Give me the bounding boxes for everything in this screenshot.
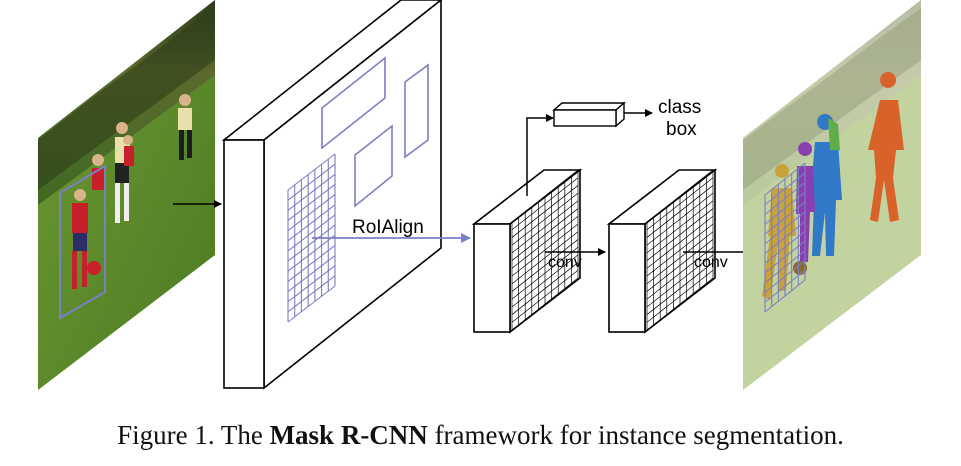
grid-line <box>646 262 714 315</box>
grid-line <box>511 208 579 261</box>
grid-line <box>287 173 336 211</box>
conv-label-2: conv <box>694 254 728 271</box>
input-roi-box <box>59 164 106 320</box>
feature-roi-2 <box>404 63 429 159</box>
mask-orange <box>868 72 904 222</box>
grid-line <box>764 172 806 206</box>
grid-line <box>511 277 579 331</box>
grid-line <box>287 214 336 252</box>
grid-line <box>764 211 806 245</box>
grid-line <box>646 277 714 331</box>
grid-line <box>511 239 579 292</box>
grid-line <box>764 162 806 196</box>
grid-line <box>646 231 714 284</box>
box-label: box <box>666 119 697 140</box>
grid-line <box>511 216 579 269</box>
grid-line <box>511 246 579 300</box>
grid-line <box>287 224 336 262</box>
grid-line <box>511 169 579 223</box>
grid-line <box>511 200 579 254</box>
grid-line <box>764 191 806 225</box>
grid-line <box>287 153 336 191</box>
grid-line <box>646 223 714 277</box>
grid-line <box>511 270 579 323</box>
conv-block-1 <box>471 168 583 334</box>
grid-line <box>764 201 806 235</box>
grid-line <box>764 279 806 313</box>
figure-caption: Figure 1. The Mask R-CNN framework for i… <box>0 420 961 451</box>
output-roi-grid <box>764 162 806 313</box>
grid-line <box>287 184 336 221</box>
grid-line <box>764 260 806 293</box>
grid-line <box>287 204 336 242</box>
grid-line <box>646 185 714 238</box>
grid-line <box>287 275 336 313</box>
grid-line <box>287 163 336 201</box>
mask-green <box>828 118 840 150</box>
grid-line <box>764 182 806 215</box>
grid-line <box>646 192 714 246</box>
output-image <box>743 0 921 390</box>
grid-line <box>646 169 714 223</box>
grid-line <box>646 216 714 269</box>
conv-block-1-grid <box>511 169 579 331</box>
feature-roi-1 <box>321 56 386 150</box>
feature-roi-3 <box>354 124 393 208</box>
conv-block-2 <box>606 168 718 334</box>
caption-suffix: framework for instance segmentation. <box>427 420 844 450</box>
fc-layer <box>552 101 626 128</box>
branch-line <box>526 114 554 196</box>
grid-line <box>646 177 714 230</box>
players <box>72 94 192 289</box>
roi-grid <box>287 153 336 323</box>
grid-line <box>646 200 714 254</box>
grid-line <box>287 255 336 292</box>
conv-label-1: conv <box>548 254 582 271</box>
caption-prefix: Figure 1. The <box>117 420 270 450</box>
class-label: class <box>658 97 701 118</box>
grid-line <box>764 269 806 303</box>
grid-line <box>764 240 806 274</box>
grid-line <box>511 223 579 277</box>
grid-line <box>764 250 806 284</box>
mask-rcnn-diagram: RoIAlign class box conv conv <box>38 0 921 390</box>
grid-line <box>646 246 714 300</box>
grid-line <box>764 221 806 254</box>
grid-line <box>646 254 714 308</box>
grid-line <box>511 192 579 246</box>
input-image <box>38 0 215 390</box>
caption-bold: Mask R-CNN <box>269 420 428 450</box>
grid-line <box>764 230 806 264</box>
grid-line <box>287 285 336 323</box>
grid-line <box>511 185 579 238</box>
grid-line <box>287 234 336 272</box>
grid-line <box>646 270 714 323</box>
roialign-label: RoIAlign <box>352 217 424 238</box>
grid-line <box>287 244 336 282</box>
grid-line <box>646 208 714 261</box>
grid-line <box>511 262 579 315</box>
grid-line <box>287 194 336 232</box>
grid-line <box>511 254 579 308</box>
conv-block-2-grid <box>646 169 714 331</box>
feature-map <box>221 0 443 390</box>
grid-line <box>646 239 714 292</box>
grid-line <box>511 177 579 230</box>
grid-line <box>287 265 336 303</box>
grid-line <box>511 231 579 284</box>
